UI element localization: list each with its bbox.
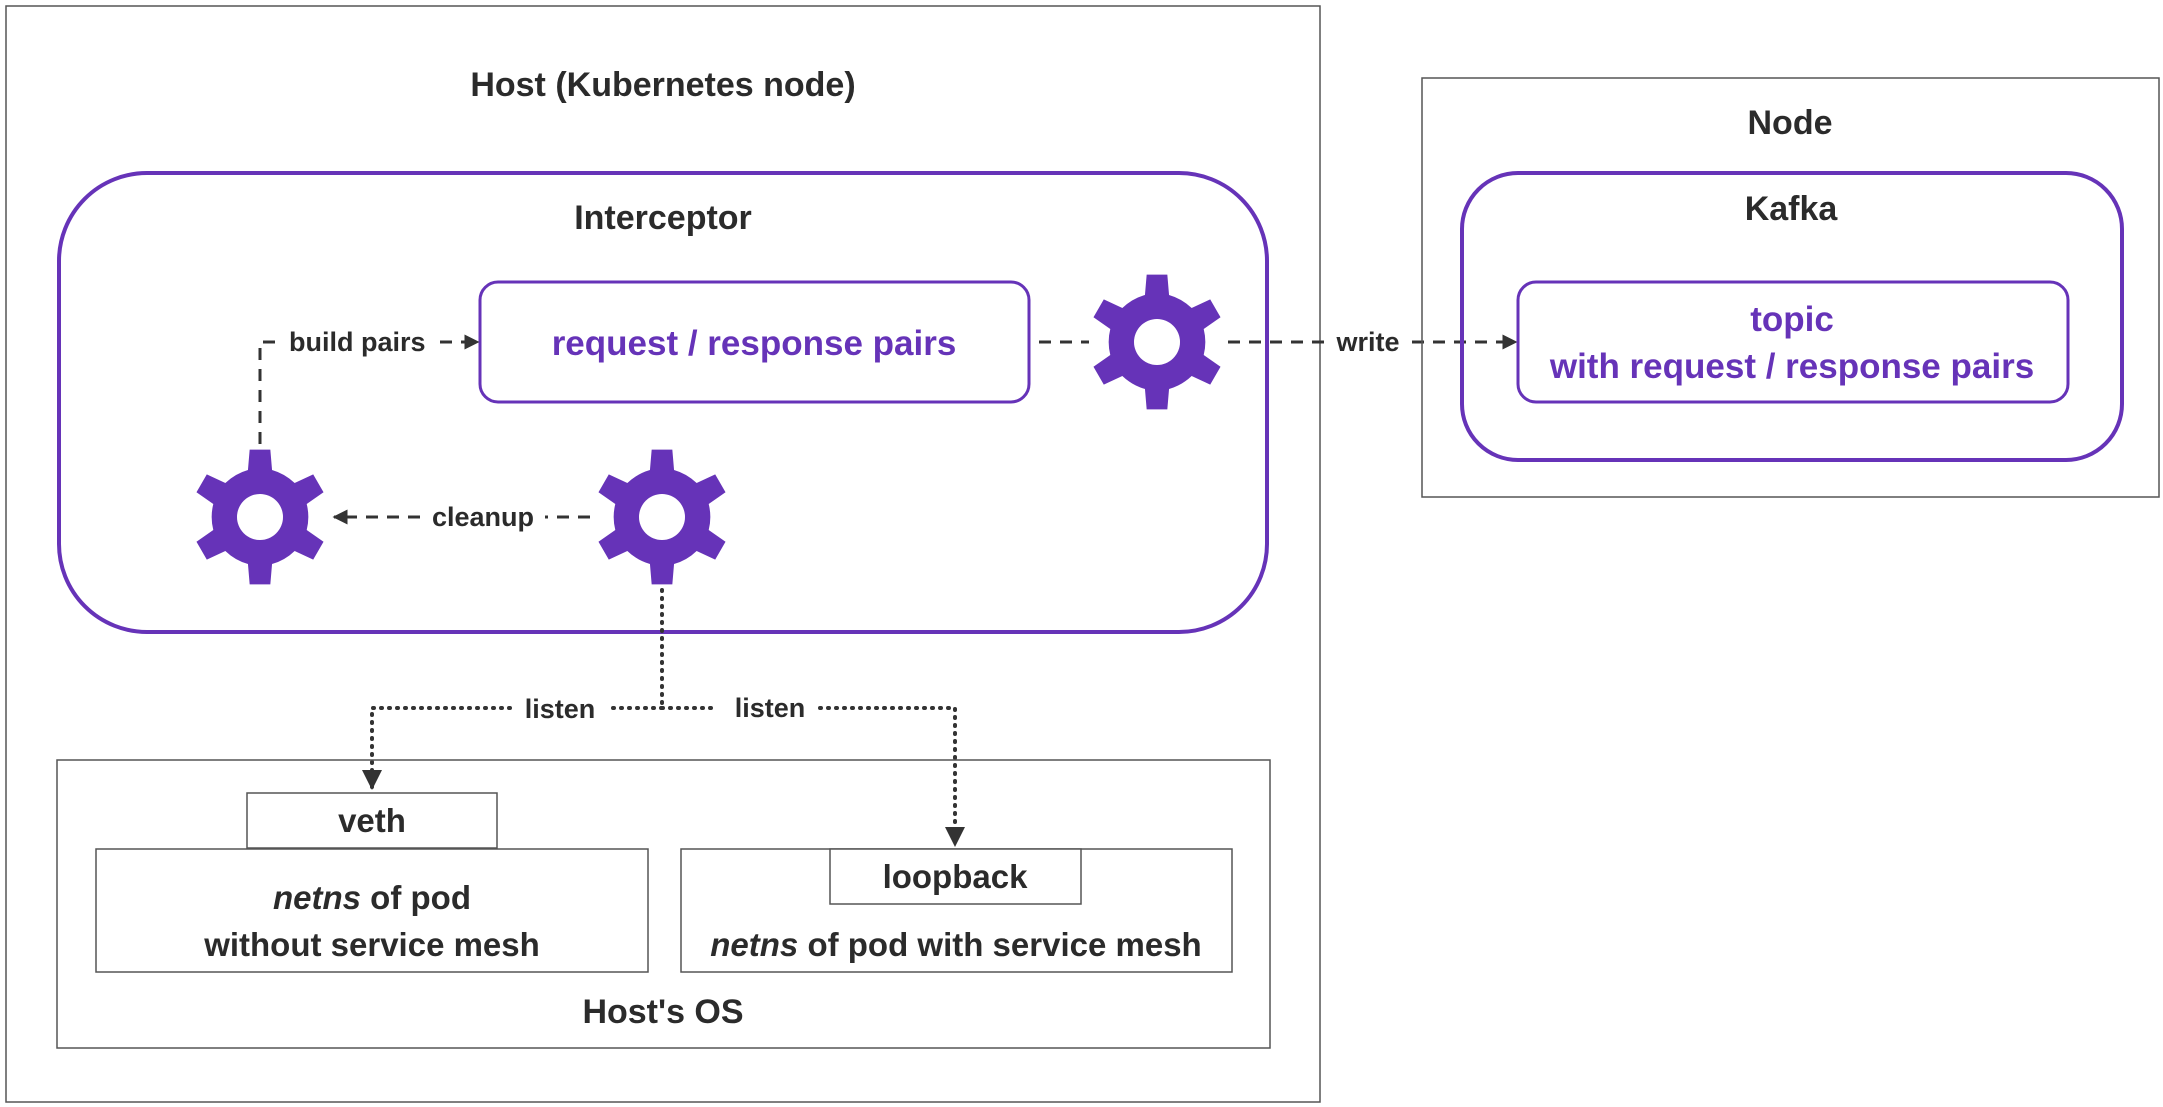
netns-without-mesh-box [95,848,649,973]
build-pairs-label: build pairs [289,327,426,357]
netns-with-mesh-label: netns of pod with service mesh [710,926,1201,963]
veth-box [246,792,498,849]
request-response-pairs-box [478,280,1031,404]
listen-label-right: listen [735,693,806,723]
host-title: Host (Kubernetes node) [470,66,855,104]
host-container [5,5,1321,1103]
netns-without-mesh-line1: netns of pod [273,879,471,916]
hosts-os-title: Host's OS [582,993,743,1031]
request-response-pairs-label: request / response pairs [552,324,957,363]
topic-label-line2: with request / response pairs [1549,347,2034,386]
node-title: Node [1748,104,1833,142]
veth-label: veth [338,802,406,839]
netns-without-mesh-line2: without service mesh [203,926,540,963]
write-label: write [1335,327,1399,357]
gear-icon [1093,274,1221,410]
listen-edge-left [362,706,512,790]
listen-edge-right [660,706,955,845]
loopback-label: loopback [883,858,1029,895]
kafka-title: Kafka [1745,190,1839,228]
loopback-box [829,848,1082,905]
gear-icon [598,449,726,585]
node-container [1421,77,2160,498]
hosts-os-box [56,759,1271,1049]
gear-icon [196,449,324,585]
build-pairs-edge [258,340,283,444]
cleanup-label: cleanup [432,502,534,532]
listen-label-left: listen [525,694,596,724]
kafka-box [1460,171,2124,462]
topic-label-line1: topic [1750,300,1834,339]
topic-box [1516,280,2070,404]
interceptor-title: Interceptor [574,199,752,237]
